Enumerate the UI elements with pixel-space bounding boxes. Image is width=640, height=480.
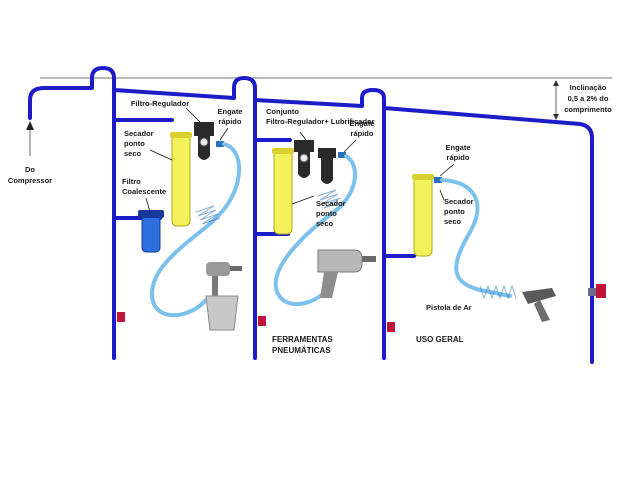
slope-arrow-up-icon <box>553 80 559 86</box>
slope-label-line1: Inclinação <box>570 83 607 92</box>
frl-lubricator <box>318 148 336 184</box>
dryer-1-cap <box>170 132 192 138</box>
hose-1 <box>149 142 241 318</box>
dryer-1-label-line1: Secador <box>124 129 154 138</box>
main-pipe <box>28 66 594 364</box>
quick-coupling-1-icon <box>216 141 224 147</box>
dryer-3-label-line3: seco <box>444 217 462 226</box>
main-air-line <box>28 66 594 364</box>
quick-coupling-3-label-line1: Engate <box>445 143 470 152</box>
station-1: Filtro-Regulador Engate rápido Secador p… <box>122 99 243 331</box>
frl-set-label-line1: Conjunto <box>266 107 299 116</box>
quick-coupling-1-label-line1: Engate <box>217 107 242 116</box>
leader-coalescing-filter <box>145 197 151 213</box>
hose-3 <box>440 178 512 298</box>
dryer-1-label-line3: seco <box>124 149 142 158</box>
dryer-3-cap <box>412 174 434 180</box>
quick-coupling-3-icon <box>434 177 442 183</box>
station-2: Conjunto Filtro-Regulador+ Lubrificador … <box>266 107 376 355</box>
drain-valve-2-icon <box>258 316 266 326</box>
coalescing-filter-body <box>141 213 161 253</box>
drain-valve-4-icon <box>596 284 606 298</box>
leader-filter-regulator <box>185 107 201 123</box>
pneumatic-tools-label-line1: FERRAMENTAS <box>272 335 333 344</box>
dryer-3-label-line1: Secador <box>444 197 474 206</box>
gauge-2-icon <box>299 153 309 163</box>
pneumatic-drill-icon <box>317 249 376 298</box>
hose-3-coil <box>479 284 517 300</box>
air-gun-label: Pistola de Ar <box>426 303 472 312</box>
quick-coupling-2-icon <box>338 152 346 158</box>
general-use-label: USO GERAL <box>416 335 464 344</box>
station-3: Engate rápido Secador ponto seco Pistola… <box>412 143 556 344</box>
dryer-2-label-line1: Secador <box>316 199 346 208</box>
leader-dryer-2 <box>291 195 315 205</box>
dryer-1 <box>171 133 191 227</box>
coalescing-filter-label-line1: Filtro <box>122 177 141 186</box>
dryer-3 <box>413 175 433 257</box>
air-gun-icon <box>522 288 556 322</box>
hose-2-coil <box>317 189 343 209</box>
filter-regulator-label: Filtro-Regulador <box>131 99 189 108</box>
leader-coupling-1 <box>219 127 229 141</box>
dryer-2-label-line2: ponto <box>316 209 337 218</box>
quick-coupling-2-label-line2: rápido <box>351 129 374 138</box>
frl-set-label-line2: Filtro-Regulador+ Lubrificador <box>266 117 375 126</box>
leader-dryer-3 <box>439 189 445 201</box>
spray-gun-icon <box>205 262 242 331</box>
drain-valve-1-icon <box>117 312 125 322</box>
slope-arrow-down-icon <box>553 114 559 120</box>
leader-coupling-2 <box>343 139 357 153</box>
from-compressor-label-line2: Compressor <box>8 176 52 185</box>
dryer-2-label-line3: seco <box>316 219 334 228</box>
hose-2 <box>273 154 357 306</box>
dryer-2 <box>273 149 293 235</box>
quick-coupling-1-label-line2: rápido <box>219 117 242 126</box>
from-compressor-label-line1: Do <box>25 165 35 174</box>
drain-valves <box>117 284 606 332</box>
slope-label-line3: comprimento <box>564 105 612 114</box>
leader-dryer-1 <box>149 149 173 161</box>
hose-1-coil <box>195 205 221 225</box>
drain-valve-4-body <box>588 288 596 296</box>
dryer-3-label-line2: ponto <box>444 207 465 216</box>
slope-indicator: Inclinação 0,5 a 2% do comprimento <box>40 77 612 120</box>
gauge-1-icon <box>199 137 209 147</box>
inlet-arrow-up-icon <box>26 121 34 130</box>
quick-coupling-3-label-line2: rápido <box>447 153 470 162</box>
drain-valve-3-icon <box>387 322 395 332</box>
dryer-1-label-line2: ponto <box>124 139 145 148</box>
coalescing-filter-label-line2: Coalescente <box>122 187 166 196</box>
dryer-2-cap <box>272 148 294 154</box>
compressor-inlet: Do Compressor <box>8 121 52 185</box>
pneumatic-tools-label-line2: PNEUMÁTICAS <box>272 346 331 355</box>
coalescing-filter-head <box>138 210 164 218</box>
quick-coupling-2-label-line1: Engate <box>349 119 374 128</box>
slope-label-line2: 0,5 a 2% do <box>568 94 609 103</box>
leader-coupling-3 <box>439 163 455 177</box>
leader-frl-set <box>299 131 307 141</box>
